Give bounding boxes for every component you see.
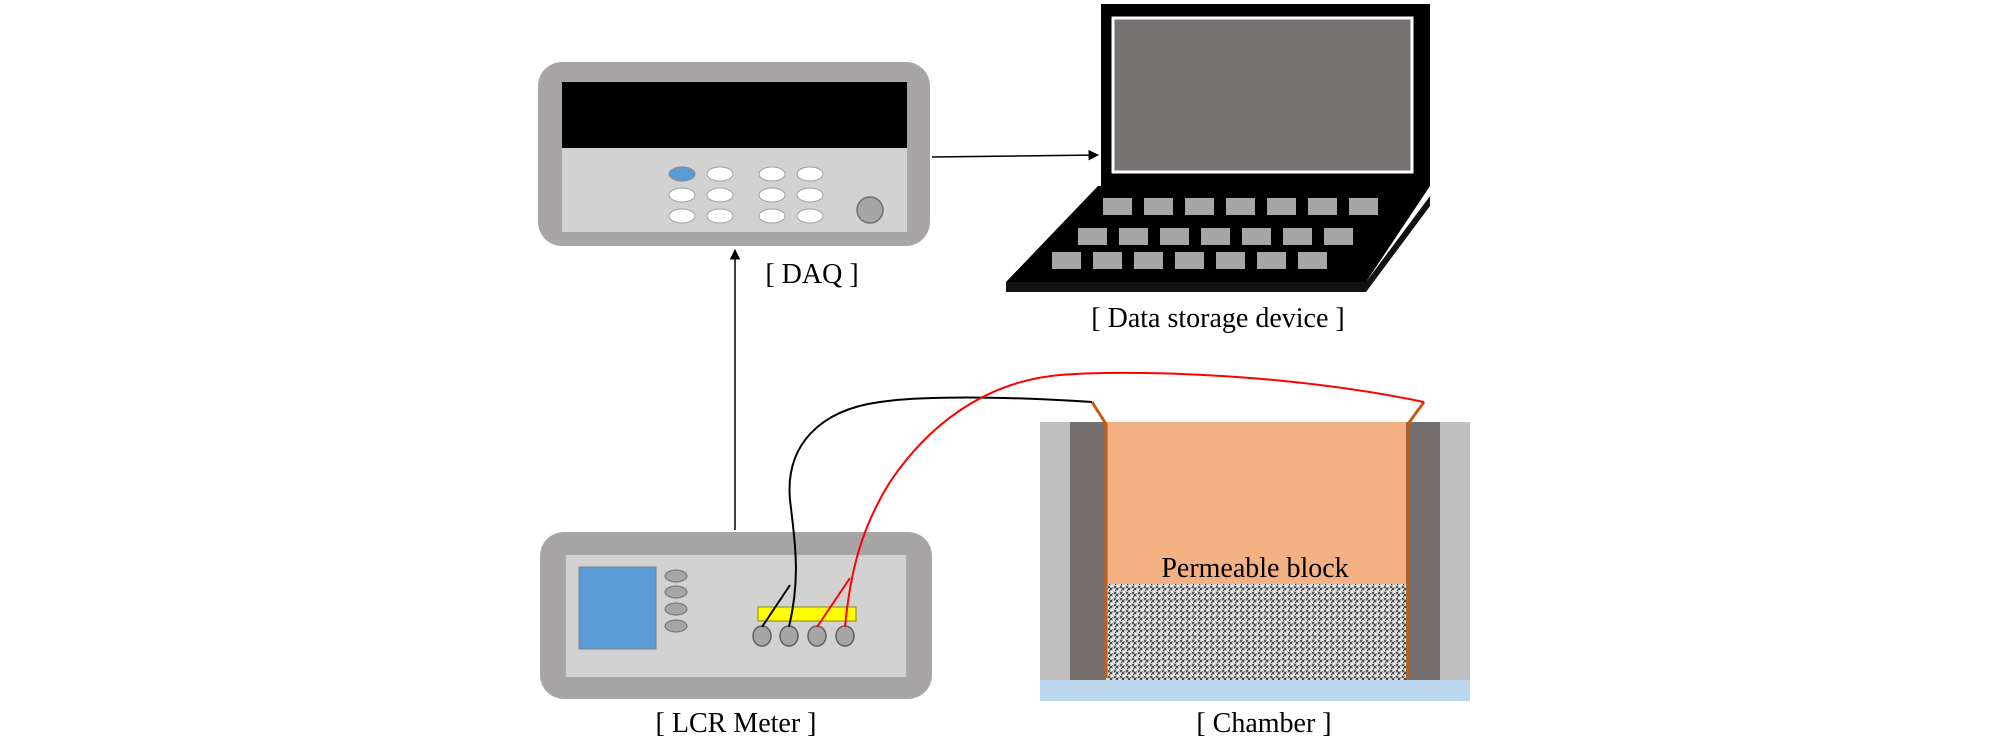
electrode-left <box>1090 401 1108 678</box>
laptop-key <box>1078 228 1107 245</box>
daq-label: [ DAQ ] <box>765 259 858 290</box>
black-wire <box>788 396 1093 628</box>
lcr-terminal <box>835 625 855 647</box>
chamber-outer-left <box>1040 422 1070 680</box>
electrode-right <box>1406 401 1426 678</box>
chamber <box>1040 401 1470 701</box>
black-wire-branch <box>761 584 791 628</box>
chamber-label: [ Chamber ] <box>1196 708 1331 739</box>
permeable-block-label: Permeable block <box>1161 553 1348 584</box>
daq-display <box>562 82 907 148</box>
daq-key <box>758 208 786 224</box>
laptop-key <box>1103 198 1132 215</box>
daq-knob <box>856 196 884 224</box>
lcr-button <box>664 585 688 599</box>
chamber-wall-right <box>1406 422 1440 680</box>
laptop-key <box>1119 228 1148 245</box>
daq-key <box>796 166 824 182</box>
laptop-key <box>1175 252 1204 269</box>
laptop-key <box>1298 252 1327 269</box>
lcr-buttons <box>664 569 688 633</box>
laptop-deck-side <box>1006 196 1430 292</box>
data-storage-label: [ Data storage device ] <box>1091 303 1344 334</box>
laptop-key <box>1093 252 1122 269</box>
laptop <box>1006 4 1430 292</box>
daq-key <box>706 187 734 203</box>
laptop-key <box>1226 198 1255 215</box>
lcr-meter <box>540 532 932 699</box>
daq-key <box>706 208 734 224</box>
lcr-terminal-strip <box>757 606 857 622</box>
laptop-key <box>1267 198 1296 215</box>
laptop-key <box>1201 228 1230 245</box>
laptop-key <box>1216 252 1245 269</box>
laptop-key <box>1242 228 1271 245</box>
laptop-key <box>1052 252 1081 269</box>
laptop-key <box>1283 228 1312 245</box>
lcr-terminal <box>752 625 772 647</box>
laptop-key <box>1160 228 1189 245</box>
daq-key <box>668 208 696 224</box>
lcr-terminal <box>807 625 827 647</box>
daq-device <box>538 62 930 246</box>
lcr-button <box>664 569 688 583</box>
arrow-daq-to-laptop <box>931 149 1100 161</box>
lcr-meter-label: [ LCR Meter ] <box>656 708 817 739</box>
laptop-key <box>1308 198 1337 215</box>
lcr-screen <box>578 566 657 650</box>
laptop-key <box>1144 198 1173 215</box>
daq-key <box>796 208 824 224</box>
permeable-block <box>1106 422 1406 584</box>
laptop-key <box>1257 252 1286 269</box>
daq-key <box>796 187 824 203</box>
red-wire <box>844 371 1425 628</box>
daq-key <box>758 187 786 203</box>
laptop-key <box>1134 252 1163 269</box>
daq-keypad <box>668 166 824 224</box>
laptop-key <box>1349 198 1378 215</box>
laptop-keyboard <box>1052 198 1378 269</box>
laptop-key <box>1324 228 1353 245</box>
daq-key <box>758 166 786 182</box>
lcr-terminal <box>779 625 799 647</box>
lcr-button <box>664 602 688 616</box>
red-wire-branch <box>816 577 851 628</box>
chamber-outer-right <box>1440 422 1470 680</box>
chamber-wall-left <box>1070 422 1106 680</box>
daq-key <box>668 187 696 203</box>
gravel-layer <box>1106 584 1406 680</box>
lcr-button <box>664 619 688 633</box>
daq-key <box>706 166 734 182</box>
laptop-key <box>1185 198 1214 215</box>
daq-key-highlight <box>668 166 696 182</box>
base-plate <box>1040 680 1470 701</box>
laptop-screen <box>1111 16 1414 174</box>
